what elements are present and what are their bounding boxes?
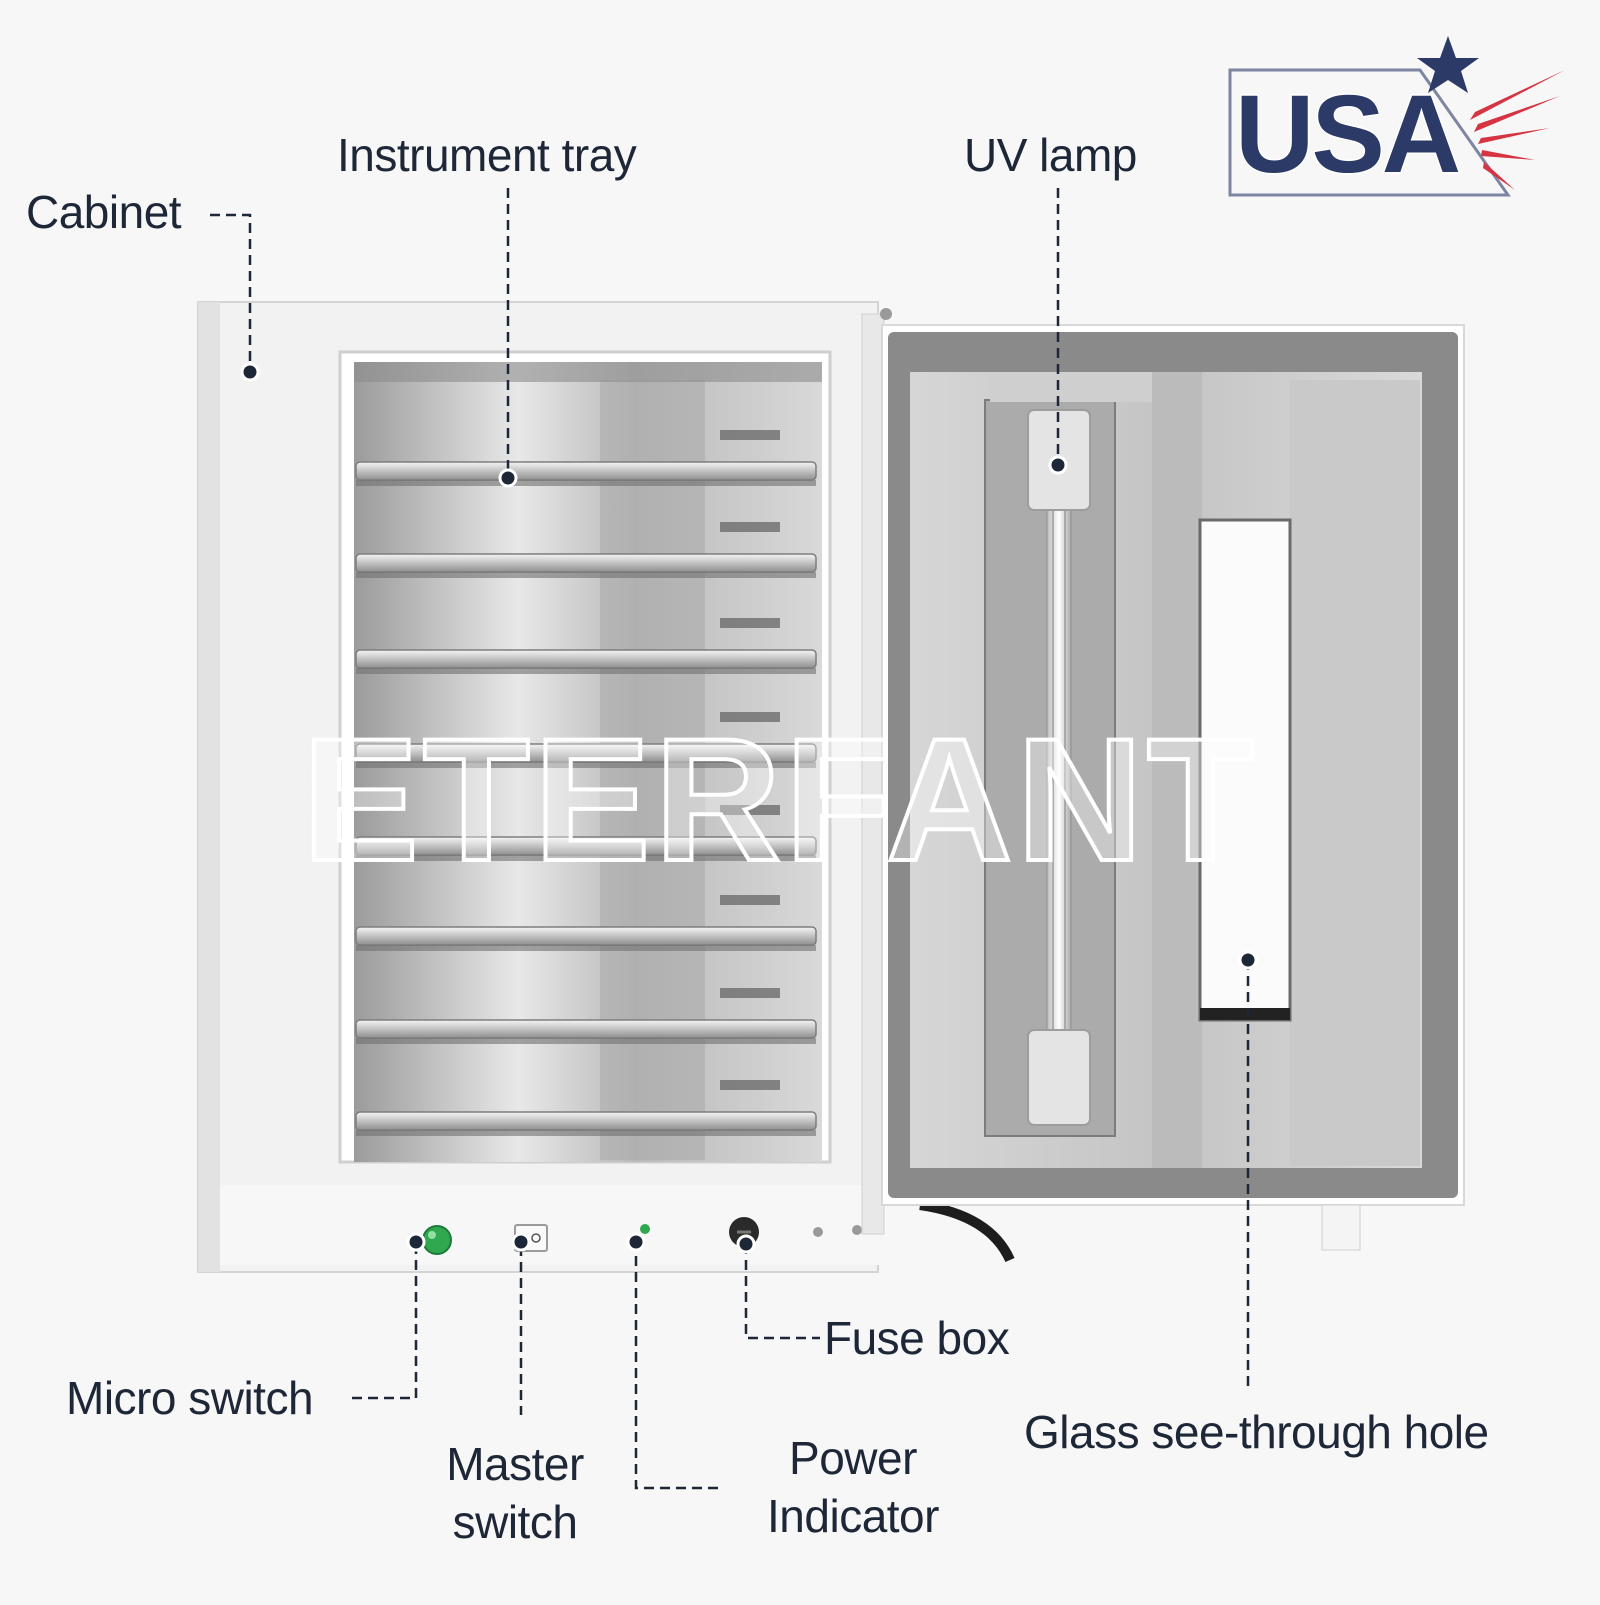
star-icon	[1417, 36, 1479, 93]
tray-shelf	[355, 988, 817, 1044]
cabinet-dot	[240, 362, 260, 382]
power-indicator-label: Power Indicator	[748, 1430, 958, 1545]
power-indicator-light-icon	[640, 1224, 650, 1234]
tray-shelf	[355, 895, 817, 951]
leader-dots	[240, 362, 1258, 1254]
uv-lamp-label: UV lamp	[964, 129, 1137, 181]
fuse-box-label: Fuse box	[824, 1312, 1010, 1364]
tray-shelf	[355, 1080, 817, 1136]
master-switch-label-line1: Master	[446, 1438, 584, 1490]
hinge-screw-icon	[880, 308, 892, 320]
fuse-box-dot	[736, 1234, 756, 1254]
leader-lines	[210, 188, 1250, 1490]
instrument-trays	[355, 430, 817, 1136]
screw-icon	[852, 1225, 862, 1235]
tray-shelf	[355, 618, 817, 674]
master-switch-dot	[511, 1232, 531, 1252]
tray-shelf	[355, 522, 817, 578]
micro-switch-dot	[406, 1232, 426, 1252]
micro-switch-label: Micro switch	[66, 1372, 314, 1424]
tray-shelf	[355, 712, 817, 768]
tray-shelf	[355, 430, 817, 486]
power-indicator-label-line1: Power	[789, 1432, 917, 1484]
door-latch	[1321, 1204, 1361, 1251]
micro-switch-leader	[352, 1242, 418, 1400]
glass-hole-dot	[1238, 950, 1258, 970]
svg-text:USA: USA	[1235, 73, 1459, 196]
cabinet-door	[881, 324, 1465, 1206]
cabinet-label: Cabinet	[26, 186, 182, 238]
power-cable	[919, 1200, 1015, 1263]
power-indicator-dot	[626, 1232, 646, 1252]
glass-hole-label: Glass see-through hole	[1024, 1406, 1489, 1458]
master-switch-label: Master switch	[430, 1436, 600, 1551]
watermark: ETERFANT	[302, 703, 1258, 898]
power-indicator-label-line2: Indicator	[767, 1489, 939, 1542]
power-indicator-leader	[634, 1240, 718, 1490]
cabinet-leader	[210, 213, 252, 372]
control-panel	[220, 1185, 880, 1265]
micro-switch-icon	[422, 1225, 452, 1255]
master-switch-label-line2: switch	[452, 1495, 578, 1548]
uv-lamp-dot	[1048, 455, 1068, 475]
instrument-tray-label: Instrument tray	[337, 129, 637, 181]
screw-icon	[813, 1227, 823, 1237]
tray-shelf	[355, 805, 817, 861]
instrument-tray-dot	[498, 468, 518, 488]
usa-logo: USA	[1228, 36, 1565, 198]
glass-see-through-hole	[1198, 518, 1292, 1022]
